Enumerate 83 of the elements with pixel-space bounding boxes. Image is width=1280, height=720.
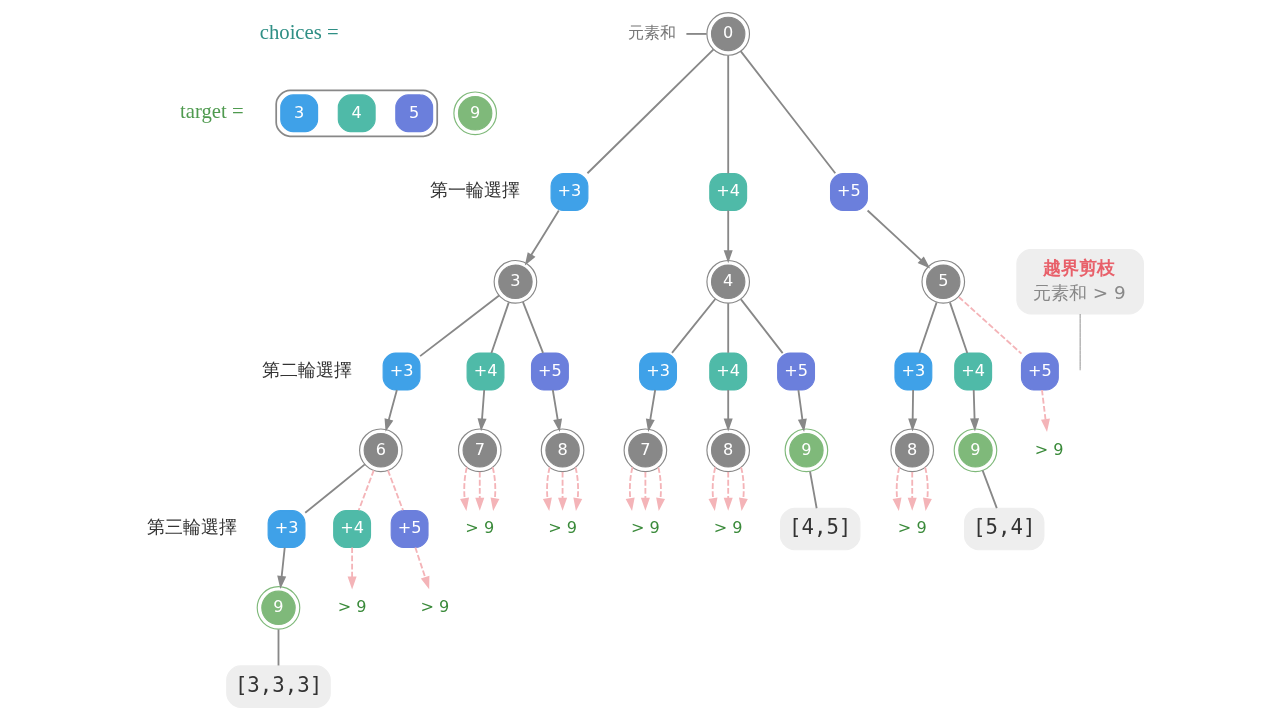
- connector: [303, 463, 366, 514]
- connector: [808, 470, 818, 510]
- arrow: [625, 466, 635, 512]
- connector: [490, 301, 510, 354]
- node-text: > 9: [713, 518, 743, 538]
- node-text: > 9: [897, 518, 927, 538]
- arrow: [723, 389, 733, 432]
- arrow: [655, 466, 665, 512]
- node-circle: 3: [493, 259, 537, 304]
- connector: [726, 54, 729, 175]
- node-circle: 5: [920, 259, 965, 304]
- node-circle: 7: [457, 428, 502, 473]
- arrow: [723, 209, 733, 264]
- node-text: > 9: [630, 518, 660, 538]
- connector: [981, 469, 998, 510]
- node-text: 元素和: [627, 23, 676, 43]
- arrow: [922, 466, 932, 512]
- label: choices =: [259, 21, 339, 43]
- connector: [277, 628, 279, 667]
- connector: [586, 48, 714, 175]
- node-box: [4,5]: [779, 507, 860, 551]
- connector: [386, 469, 404, 512]
- node-circle: 9: [256, 586, 300, 630]
- arrow: [645, 389, 656, 432]
- node-circle: 6: [358, 428, 403, 473]
- arrow: [551, 389, 562, 432]
- node-box: [5,4]: [963, 507, 1044, 551]
- node-circle: 9: [452, 91, 497, 136]
- connector: [1079, 313, 1081, 371]
- arrow: [459, 466, 469, 512]
- connector: [948, 301, 968, 354]
- arrow: [797, 389, 807, 432]
- node-text: > 9: [1034, 439, 1064, 459]
- arrow: [474, 471, 484, 511]
- arrow: [413, 546, 429, 590]
- node-text: > 9: [419, 597, 449, 617]
- arrow: [708, 466, 717, 512]
- connector: [684, 33, 708, 35]
- arrow: [542, 466, 552, 512]
- label: 第三輪選擇: [146, 516, 237, 538]
- node-text: > 9: [337, 597, 367, 617]
- arrow: [557, 471, 567, 511]
- arrow: [347, 546, 357, 590]
- arrow: [640, 471, 650, 511]
- node-circle: 9: [953, 428, 997, 473]
- node-circle: 0: [705, 12, 750, 56]
- node-text: > 9: [464, 518, 494, 538]
- arrow: [524, 209, 560, 266]
- cluster: [274, 89, 438, 138]
- arrow: [907, 389, 917, 432]
- arrow: [907, 471, 917, 511]
- connector: [521, 301, 544, 354]
- node-box: [3,3,3]: [225, 665, 331, 708]
- connector: [357, 469, 375, 512]
- connector: [739, 50, 836, 175]
- connector: [670, 298, 716, 354]
- label: 第二輪選擇: [261, 358, 352, 380]
- node-box: 越界剪枝 元素和 > 9: [1015, 249, 1144, 315]
- arrow: [866, 209, 930, 269]
- arrow: [1040, 389, 1050, 432]
- arrow: [723, 471, 733, 511]
- node-circle: 8: [540, 428, 584, 473]
- arrow: [384, 389, 398, 432]
- connector: [726, 302, 729, 354]
- connector: [418, 294, 500, 358]
- node-circle: 8: [889, 428, 934, 473]
- node-circle: 4: [705, 259, 750, 304]
- connector: [917, 301, 938, 354]
- label: 第一輪選擇: [429, 179, 520, 201]
- connector: [957, 296, 1022, 355]
- connector: [739, 298, 784, 354]
- arrow: [738, 466, 748, 512]
- label: target =: [179, 100, 244, 123]
- arrow: [969, 389, 979, 432]
- node-circle: 7: [623, 428, 667, 473]
- arrow: [572, 466, 582, 512]
- node-circle: 9: [784, 428, 828, 473]
- arrow: [276, 546, 286, 589]
- arrow: [892, 466, 901, 512]
- node-circle: 8: [705, 428, 750, 473]
- arrow: [477, 389, 487, 432]
- arrow: [490, 466, 499, 512]
- node-text: > 9: [547, 518, 577, 538]
